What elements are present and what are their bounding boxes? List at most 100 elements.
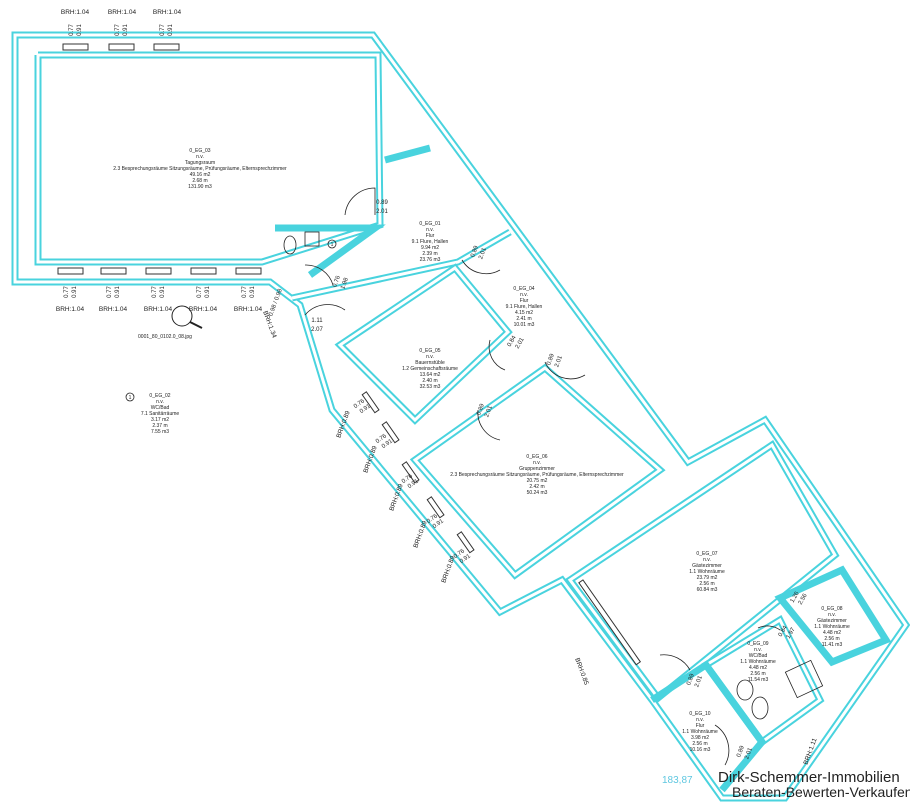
door-height: 2.01 — [376, 209, 388, 215]
room-area: 13.64 m2 — [420, 372, 441, 378]
door-width: 0.89 — [470, 245, 480, 259]
room-volume: 131.90 m3 — [188, 184, 212, 190]
window-height: 0.91 — [168, 24, 174, 36]
brh-label: BRH:1.04 — [61, 9, 90, 16]
brh-label: BRH:1.04 — [56, 306, 85, 313]
brand-name: Dirk-Schemmer-Immobilien — [718, 769, 900, 786]
room-use: 2.3 Besprechungsräume Sitzungsräume, Prü… — [450, 472, 624, 478]
room-name: WC/Bad — [749, 653, 768, 659]
room-id: 0_EG_10 — [689, 711, 710, 717]
door-width: 0.76 — [332, 275, 342, 289]
photo-label: 0001_80_0102.0_08.jpg — [138, 334, 192, 340]
room-name: Bauernstüble — [415, 360, 445, 366]
room-volume: 7.55 m3 — [151, 429, 169, 435]
brh-label: BRH:0.85 — [573, 657, 589, 686]
room-volume: 10.01 m3 — [514, 322, 535, 328]
room-height: 2.56 m — [750, 671, 765, 677]
photo-marker[interactable]: 0001_80_0102.0_08.jpg — [138, 305, 203, 340]
brh-label: BRH:1.04 — [144, 306, 173, 313]
room-area: 20.75 m2 — [527, 478, 548, 484]
windows — [57, 43, 642, 666]
window-height: 0.91 — [205, 286, 211, 298]
door-height: 2.56 — [798, 592, 809, 606]
room-height: 2.56 m — [824, 636, 839, 642]
room-use: 9.1 Flure, Hallen — [506, 304, 543, 310]
room-status: n.v. — [156, 399, 164, 405]
room-volume: 11.41 m3 — [822, 642, 843, 648]
room-area: 9.94 m2 — [421, 245, 439, 251]
window-height: 0.91 — [115, 286, 121, 298]
room-status: n.v. — [533, 460, 541, 466]
room-status: n.v. — [696, 717, 704, 723]
room-volume: 11.54 m3 — [748, 677, 769, 683]
room-height: 2.56 m — [699, 581, 714, 587]
brh-label: BRH:1.04 — [99, 306, 128, 313]
window-width: 0.77 — [197, 286, 203, 298]
door-width: 0.89 — [376, 200, 388, 206]
room-id: 0_EG_05 — [419, 348, 440, 354]
window-width: 0.77 — [115, 24, 121, 36]
window-labels-top: BRH:1.04 BRH:1.04 BRH:1.04 0.77 0.91 0.7… — [61, 9, 182, 36]
room-height: 2.39 m — [422, 251, 437, 257]
brand-slogan: Beraten-Bewerten-Verkaufen — [732, 784, 910, 800]
inner-walls — [34, 51, 892, 793]
doors — [304, 187, 781, 766]
window-labels-diagonal: BRH:0.89 BRH:0.89 BRH:0.89 BRH:0.89 BRH:… — [261, 288, 818, 766]
room-use: 2.3 Besprechungsräume Sitzungsräume, Prü… — [113, 166, 287, 172]
door-height: 1.98 — [340, 277, 350, 291]
room-height: 2.37 m — [152, 423, 167, 429]
brh-label: BRH:0.89 — [440, 555, 456, 584]
window-labels-bottom: BRH:1.04 BRH:1.04 BRH:1.04 BRH:1.04 BRH:… — [56, 286, 263, 313]
room-name: Gästezimmer — [692, 563, 722, 569]
room-id: 0_EG_08 — [821, 606, 842, 612]
door-height: 2.01 — [694, 675, 704, 689]
room-height: 2.41 m — [516, 316, 531, 322]
door-width: 0.89 — [476, 403, 486, 417]
door-width: 1.26 — [790, 590, 801, 604]
door-width: 0.89 — [546, 353, 556, 367]
door-height: 2.01 — [484, 405, 494, 419]
room-id: 0_EG_06 — [526, 454, 547, 460]
room-area: 4.15 m2 — [515, 310, 533, 316]
camera-viewpoint-icon[interactable] — [171, 305, 193, 327]
window-dim: 0.98 / 0.98 — [268, 288, 284, 317]
brh-label: BRH:1.04 — [189, 306, 218, 313]
room-name: Gästezimmer — [817, 618, 847, 624]
room-volume: 23.76 m3 — [420, 257, 441, 263]
room-area: 3.17 m2 — [151, 417, 169, 423]
room-name: Tagungsraum — [185, 160, 215, 166]
wc-fixtures — [283, 231, 824, 720]
window-height: 0.91 — [407, 478, 421, 490]
room-status: n.v. — [196, 154, 204, 160]
room-id: 0_EG_09 — [747, 641, 768, 647]
window-height: 0.91 — [459, 553, 473, 565]
window-height: 0.91 — [432, 518, 446, 530]
window-width: 0.76 — [453, 548, 467, 560]
room-use: 1.2 Gemeinschaftsräume — [402, 366, 458, 372]
room-id: 0_EG_03 — [189, 148, 210, 154]
room-use: 1.1 Wohnräume — [740, 659, 776, 665]
room-volume: 60.84 m3 — [697, 587, 718, 593]
room-volume: 32.53 m3 — [420, 384, 441, 390]
arrow-icon — [189, 321, 203, 329]
marker-number: 1 — [129, 395, 132, 401]
door-height: 2.01 — [744, 747, 754, 761]
window-height: 0.91 — [359, 403, 373, 415]
marker-number: 1 — [331, 242, 334, 248]
window-height: 0.91 — [77, 24, 83, 36]
door-width: 0.84 — [507, 334, 518, 348]
room-height: 2.42 m — [529, 484, 544, 490]
room-status: n.v. — [426, 354, 434, 360]
room-use: 7.1 Sanitärräume — [141, 411, 180, 417]
window-width: 0.77 — [242, 286, 248, 298]
room-id: 0_EG_04 — [513, 286, 534, 292]
room-area: 49.16 m2 — [190, 172, 211, 178]
window-height: 0.91 — [250, 286, 256, 298]
window-width: 0.76 — [353, 398, 367, 410]
